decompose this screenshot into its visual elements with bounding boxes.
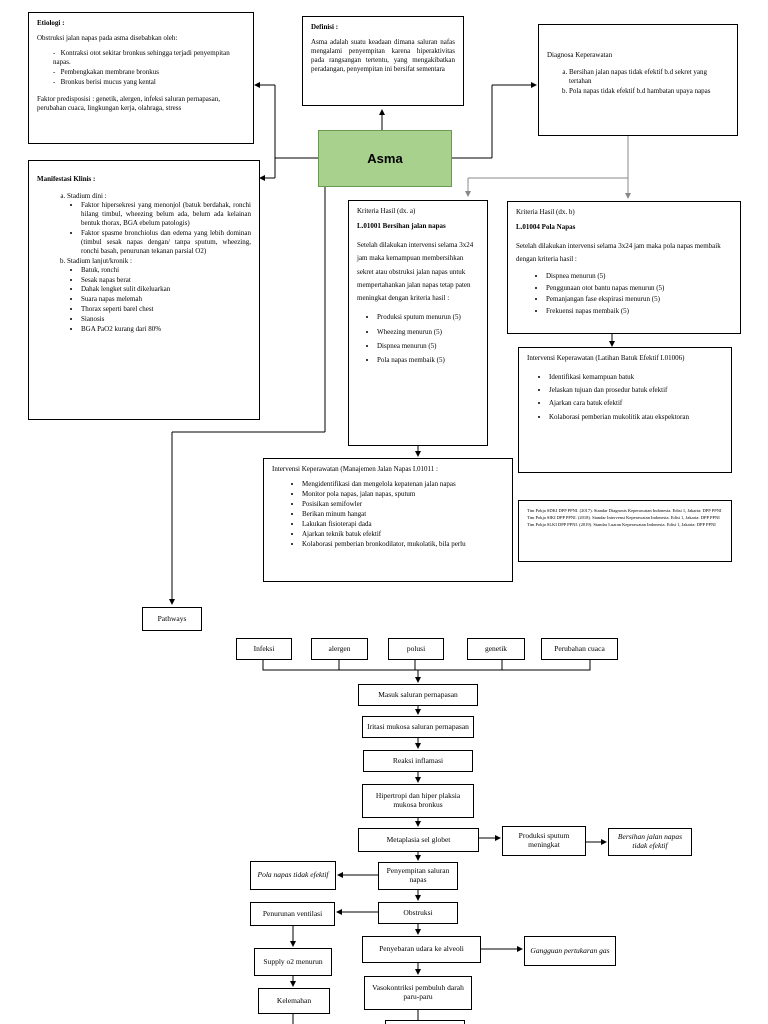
intervensi-batuk-item: Identifikasi kemampuan batuk	[549, 371, 723, 383]
intervensi-batuk-list: Identifikasi kemampuan batuk Jelaskan tu…	[549, 371, 723, 423]
etiologi-list: - Kontraksi otot sekitar bronkus sehingg…	[53, 49, 245, 87]
step-penyempitan: Penyempitan saluran napas	[378, 862, 458, 890]
step-vasokontriksi: Vasokontriksi pembuluh darah paru-paru	[364, 976, 472, 1010]
step-penyebaran-udara: Penyebaran udara ke alveoli	[362, 936, 481, 963]
intervensi-batuk-item: Jelaskan tujuan dan prosedur batuk efekt…	[549, 384, 723, 396]
intervensi-batuk-item: Kolaborasi pemberian mukolitik atau eksp…	[549, 411, 723, 423]
diagnosa-title: Diagnosa Keperawatan	[547, 51, 613, 59]
intervensi-napas-item: Mengidentifikasi dan mengelola kepatenan…	[302, 480, 504, 489]
diagnosis-bersihan-jalan-napas: Bersihan jalan napas tidak efektif	[608, 828, 692, 856]
reference-item: Tim Pokja SIKI DPP PPNI. (2018). Standar…	[527, 515, 720, 521]
kriteria-b-code: L.01004 Pola Napas	[516, 222, 576, 231]
intervensi-napas-item: Posisikan semifowler	[302, 500, 504, 509]
diagnosa-item: Pola napas tidak efektif b.d hambatan up…	[569, 87, 729, 96]
step-obstruksi: Obstruksi	[378, 902, 458, 924]
diagnosa-list: Bersihan jalan napas tidak efektif b.d s…	[569, 68, 729, 96]
stage-late-item: Dahak lengket sulit dikeluarkan	[81, 285, 251, 294]
reference-item: Tim Pokja SDKI DPP PPNI. (2017). Standar…	[527, 508, 722, 513]
stage-late-item: Sesak napas berat	[81, 276, 251, 285]
step-hipertropi: Hipertropi dan hiper plaksia mukosa bron…	[362, 784, 474, 818]
step-produksi-sputum: Produksi sputum meningkat	[502, 826, 586, 856]
intervensi-napas-list: Mengidentifikasi dan mengelola kepatenan…	[302, 480, 504, 549]
pathways-label: Pathways	[142, 607, 202, 631]
stage-late-item: Sianosis	[81, 315, 251, 324]
kriteria-a-item: Produksi sputum menurun (5)	[377, 311, 479, 324]
definisi-box: Definisi : Asma adalah suatu keadaan dim…	[302, 16, 464, 106]
kriteria-a-title: Kriteria Hasil (dx. a)	[357, 207, 416, 215]
kriteria-b-item: Dispnea menurun (5)	[546, 271, 732, 282]
etiologi-box: Etiologi : Obstruksi jalan napas pada as…	[28, 12, 254, 144]
cause-alergen: alergen	[311, 638, 368, 660]
kriteria-a-item: Pola napas membaik (5)	[377, 354, 479, 367]
kriteria-b-title: Kriteria Hasil (dx. b)	[516, 208, 575, 216]
kriteria-b-item: Frekuensi napas membaik (5)	[546, 306, 732, 317]
kriteria-a-box: Kriteria Hasil (dx. a) L.01001 Bersihan …	[348, 200, 488, 446]
etiologi-faktor: Faktor predisposisi : genetik, alergen, …	[37, 94, 220, 112]
kriteria-b-text: Setelah dilakukan intervensi selama 3x24…	[516, 241, 721, 263]
etiologi-item: - Bronkus berisi mucus yang kental	[53, 77, 156, 86]
intervensi-batuk-title: Intervensi Keperawatan (Latihan Batuk Ef…	[527, 354, 685, 362]
step-reaksi-inflamasi: Reaksi inflamasi	[363, 750, 473, 772]
references-box: Tim Pokja SDKI DPP PPNI. (2017). Standar…	[518, 500, 732, 562]
definisi-title: Definisi :	[311, 23, 339, 31]
etiologi-item: - Kontraksi otot sekitar bronkus sehingg…	[53, 48, 230, 66]
step-metaplasia: Metaplasia sel globet	[358, 828, 479, 852]
manifestasi-stages: Stadium dini : Faktor hipersekresi yang …	[67, 192, 251, 334]
stage-late: Stadium lanjut/kronik : Batuk, ronchi Se…	[67, 257, 251, 335]
etiologi-intro: Obstruksi jalan napas pada asma disebabk…	[37, 33, 178, 42]
reference-item: Tim Pokja SLKI DPP PPNI. (2019). Standar…	[527, 522, 716, 528]
diagnosis-gangguan-pertukaran-gas: Gangguan pertukaran gas	[524, 936, 616, 966]
manifestasi-box: Manifestasi Klinis : Stadium dini : Fakt…	[28, 160, 260, 420]
step-iritasi-mukosa: Iritasi mukosa saluran pernapasan	[362, 716, 474, 738]
intervensi-napas-item: Ajarkan teknik batuk efektif	[302, 530, 504, 539]
step-kelemahan: Kelemahan	[258, 988, 330, 1014]
kriteria-a-item: Dispnea menurun (5)	[377, 340, 479, 353]
kriteria-b-box: Kriteria Hasil (dx. b) L.01004 Pola Napa…	[507, 201, 741, 334]
step-masuk-saluran: Masuk saluran pernapasan	[358, 684, 478, 706]
intervensi-napas-item: Berikan minum hangat	[302, 510, 504, 519]
intervensi-napas-box: Intervensi Keperawatan (Manajemen Jalan …	[263, 458, 513, 582]
diagnosa-item: Bersihan jalan napas tidak efektif b.d s…	[569, 68, 729, 86]
intervensi-napas-item: Monitor pola napas, jalan napas, sputum	[302, 490, 504, 499]
diagnosa-box: Diagnosa Keperawatan Bersihan jalan napa…	[538, 24, 738, 136]
step-penurunan-ventilasi: Penurunan ventilasi	[250, 902, 335, 926]
stage-late-item: BGA PaO2 kurang dari 80%	[81, 325, 251, 334]
kriteria-a-item: Wheezing menurun (5)	[377, 326, 479, 339]
cause-polusi: polusi	[388, 638, 444, 660]
stage-late-item: Suara napas melemah	[81, 295, 251, 304]
stage-late-item: Thorax seperti barel chest	[81, 305, 251, 314]
stage-late-item: Batuk, ronchi	[81, 266, 251, 275]
kriteria-a-list: Produksi sputum menurun (5) Wheezing men…	[377, 311, 479, 367]
intervensi-batuk-item: Ajarkan cara batuk efektif	[549, 397, 723, 409]
kriteria-b-list: Dispnea menurun (5) Penggunaan otot bant…	[546, 271, 732, 316]
step-next-partial	[385, 1020, 465, 1024]
kriteria-b-item: Penggunaan otot bantu napas menurun (5)	[546, 283, 732, 294]
cause-infeksi: Infeksi	[236, 638, 292, 660]
cause-genetik: genetik	[467, 638, 525, 660]
stage-early-item: Faktor hipersekresi yang menonjol (batuk…	[81, 201, 251, 228]
center-node-asma: Asma	[318, 130, 452, 187]
intervensi-napas-item: Lakukan fisioterapi dada	[302, 520, 504, 529]
kriteria-a-text: Setelah dilakukan intervensi selama 3x24…	[357, 240, 474, 303]
etiologi-item: - Pembengkakan membrane bronkus	[53, 67, 159, 76]
kriteria-b-item: Pemanjangan fase ekspirasi menurun (5)	[546, 294, 732, 305]
step-supply-o2: Supply o2 menurun	[254, 948, 332, 976]
definisi-text: Asma adalah suatu keadaan dimana saluran…	[311, 37, 455, 73]
etiologi-title: Etiologi :	[37, 19, 65, 27]
diagnosis-pola-napas: Pola napas tidak efektif	[250, 861, 336, 890]
stage-early-item: Faktor spasme bronchiolus dan edema yang…	[81, 229, 251, 256]
intervensi-napas-title: Intervensi Keperawatan (Manajemen Jalan …	[272, 465, 438, 473]
kriteria-a-code: L.01001 Bersihan jalan napas	[357, 221, 446, 230]
manifestasi-title: Manifestasi Klinis :	[37, 175, 96, 183]
stage-early: Stadium dini : Faktor hipersekresi yang …	[67, 192, 251, 256]
intervensi-napas-item: Kolaborasi pemberian bronkodilator, muko…	[302, 540, 504, 549]
cause-perubahan-cuaca: Perubahan cuaca	[541, 638, 618, 660]
intervensi-batuk-box: Intervensi Keperawatan (Latihan Batuk Ef…	[518, 347, 732, 473]
